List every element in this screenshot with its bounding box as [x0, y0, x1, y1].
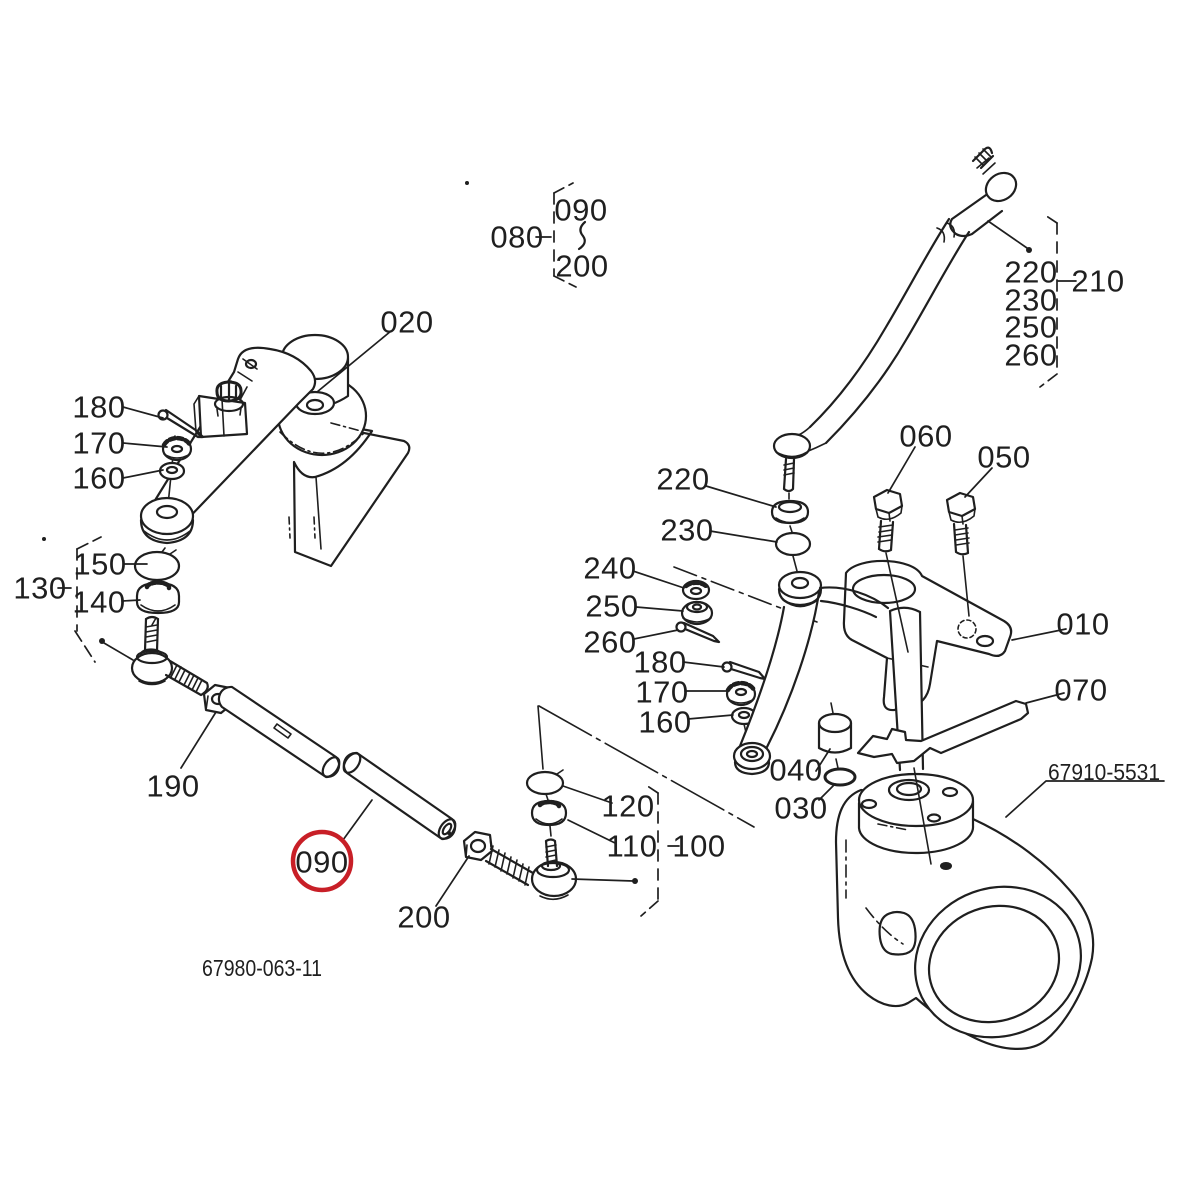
- bracket-bolt: [213, 380, 245, 417]
- cotter-pin-260: [675, 621, 721, 644]
- callout-170-left: 170: [72, 426, 125, 461]
- callout-140: 140: [72, 585, 125, 620]
- callout-020: 020: [380, 305, 433, 340]
- callout-260-draglink: 260: [1004, 338, 1057, 373]
- castle-nut-170-left: [161, 435, 193, 462]
- print-artifact-dots: [42, 181, 469, 541]
- callout-260-mid: 260: [583, 625, 636, 660]
- tie-rod-end-left: [130, 615, 209, 697]
- callout-240: 240: [583, 551, 636, 586]
- drawing-number: 67980-063-11: [202, 955, 322, 981]
- bolt-060: [872, 488, 909, 653]
- group-bracket-080: [535, 182, 577, 288]
- callout-210: 210: [1071, 264, 1124, 299]
- callout-160-mid: 160: [638, 705, 691, 740]
- callout-220-mid: 220: [656, 462, 709, 497]
- fender-plate: [203, 399, 411, 568]
- callout-230-draglink: 230: [1004, 283, 1057, 318]
- callout-190: 190: [146, 769, 199, 804]
- front-axle-case: [834, 767, 1095, 1050]
- callout-130: 130: [13, 571, 66, 606]
- dust-seal-140: [135, 580, 181, 615]
- washer-120: [525, 769, 565, 796]
- washer-150: [133, 549, 181, 582]
- callout-050: 050: [977, 440, 1030, 475]
- callout-010: 010: [1056, 607, 1109, 642]
- cotter-pin-180-mid: [721, 660, 767, 681]
- bushing-040: [817, 702, 853, 769]
- callout-150: 150: [73, 547, 126, 582]
- callout-120: 120: [601, 789, 654, 824]
- group-bracket-100: [640, 784, 680, 917]
- callout-160-left: 160: [72, 461, 125, 496]
- group-bracket-210: [1039, 214, 1077, 388]
- callout-040: 040: [769, 753, 822, 788]
- drag-link: [772, 146, 1018, 500]
- callout-labels: 020 080 090 200 220 230 250 260 210 180 …: [13, 193, 1160, 982]
- callout-070: 070: [1054, 673, 1107, 708]
- slotted-nut-250: [680, 600, 714, 626]
- range-tilde-mark: [577, 220, 587, 251]
- castle-nut-170-mid: [725, 680, 757, 707]
- callout-250-draglink: 250: [1004, 310, 1057, 345]
- stay-plate-070: [856, 699, 1030, 765]
- callout-090-highlighted: 090: [295, 845, 348, 880]
- dust-cap-220: [770, 499, 810, 525]
- callout-200-bottom: 200: [397, 900, 450, 935]
- callout-180-left: 180: [72, 390, 125, 425]
- bolt-050: [945, 491, 977, 617]
- group-bracket-130: [57, 536, 102, 663]
- mount-bracket: [193, 394, 249, 439]
- o-ring-030: [823, 767, 857, 787]
- support-bracket-010: [842, 559, 1013, 712]
- callout-170-mid: 170: [635, 675, 688, 710]
- leader-lines: [99, 220, 1165, 907]
- callout-060: 060: [899, 419, 952, 454]
- dust-cover-110: [530, 799, 568, 827]
- callout-250-mid: 250: [585, 589, 638, 624]
- callout-110: 110: [607, 829, 658, 864]
- knuckle-arm: [732, 570, 925, 776]
- callout-230-mid: 230: [660, 513, 713, 548]
- callout-090-range-start: 090: [554, 193, 607, 228]
- callout-180-mid: 180: [633, 645, 686, 680]
- washer-240: [681, 579, 711, 601]
- arm-end-bushing: [139, 496, 195, 545]
- washer-160-left: [158, 461, 186, 481]
- callout-080: 080: [490, 220, 543, 255]
- highlight-circle-090: [290, 829, 354, 893]
- tie-rod-tube-1: [217, 685, 353, 779]
- callout-200-range-end: 200: [555, 249, 608, 284]
- callout-220-draglink: 220: [1004, 255, 1057, 290]
- callout-030: 030: [774, 791, 827, 826]
- callout-100: 100: [672, 829, 725, 864]
- tie-rod-end-right: [484, 705, 578, 901]
- nut-200: [462, 830, 494, 862]
- tie-rod-tube-2-part-090: [342, 751, 457, 841]
- cotter-pin-180-left: [157, 408, 205, 439]
- axle-case-part-number: 67910-5531: [1048, 759, 1160, 785]
- disc-230: [774, 525, 812, 572]
